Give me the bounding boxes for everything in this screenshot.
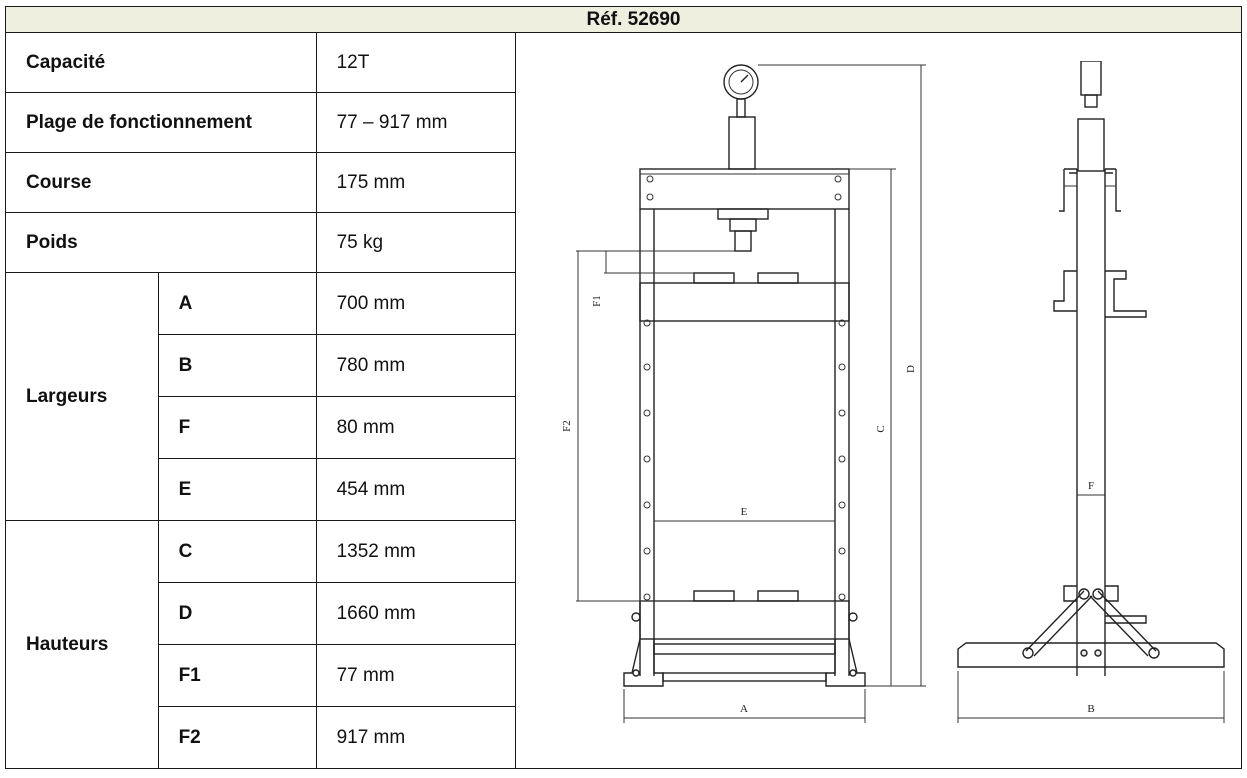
largeur-a-key: A: [157, 272, 317, 335]
dimension-b-label: B: [1087, 703, 1094, 715]
largeur-e-key: E: [157, 458, 317, 521]
dimension-e-label: E: [741, 506, 748, 518]
hauteur-f1-value: 77 mm: [315, 644, 516, 707]
press-technical-drawing: A E F1 F2 C: [561, 60, 1225, 723]
hauteur-c-value: 1352 mm: [315, 520, 516, 583]
dimension-a-label: A: [740, 703, 748, 715]
plage-value: 77 – 917 mm: [315, 92, 516, 153]
largeur-f-value: 80 mm: [315, 396, 516, 459]
capacite-value: 12T: [315, 32, 516, 93]
course-value: 175 mm: [315, 152, 516, 213]
largeur-e-value: 454 mm: [315, 458, 516, 521]
dimension-d-label: D: [905, 364, 917, 372]
hauteurs-label: Hauteurs: [5, 520, 159, 769]
reference-header: Réf. 52690: [5, 6, 1242, 33]
hydraulic-cylinder-icon: [728, 115, 756, 170]
hauteur-f1-key: F1: [157, 644, 317, 707]
largeurs-label: Largeurs: [5, 272, 159, 521]
largeur-b-key: B: [157, 334, 317, 397]
poids-value: 75 kg: [315, 212, 516, 273]
front-view: A E F1 F2 C: [561, 63, 926, 723]
hauteur-d-value: 1660 mm: [315, 582, 516, 645]
hauteur-c-key: C: [157, 520, 317, 583]
press-drawing-cell: A E F1 F2 C: [514, 32, 1243, 769]
largeur-f-key: F: [157, 396, 317, 459]
poids-label: Poids: [5, 212, 317, 273]
spec-table: Réf. 52690 Capacité 12T: [5, 6, 1243, 769]
plage-label: Plage de fonctionnement: [5, 92, 317, 153]
dimension-f-label: F: [1088, 480, 1094, 492]
dimension-f1-label: F1: [591, 295, 603, 307]
hauteur-f2-key: F2: [157, 706, 317, 769]
side-view: F B: [957, 60, 1225, 723]
dimension-f2-label: F2: [561, 420, 573, 432]
largeur-b-value: 780 mm: [315, 334, 516, 397]
course-label: Course: [5, 152, 317, 213]
capacite-label: Capacité: [5, 32, 317, 93]
hauteur-d-key: D: [157, 582, 317, 645]
largeur-a-value: 700 mm: [315, 272, 516, 335]
dimension-c-label: C: [875, 425, 887, 432]
spec-sheet: Réf. 52690 Capacité 12T: [5, 6, 1243, 772]
hauteur-f2-value: 917 mm: [315, 706, 516, 769]
